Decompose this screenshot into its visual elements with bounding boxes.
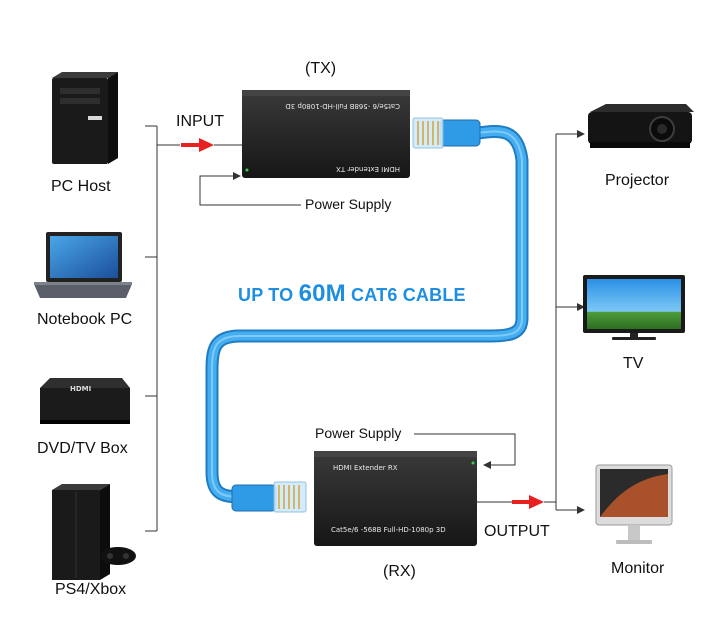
rx-bottom-text: Cat5e/6 -568B Full-HD-1080p 3D xyxy=(331,526,446,534)
game-console-icon xyxy=(52,484,136,580)
laptop-icon xyxy=(34,232,132,298)
input-label: INPUT xyxy=(176,113,224,130)
input-arrow xyxy=(181,138,242,152)
tx-rj45-plug xyxy=(412,117,481,149)
monitor-icon xyxy=(595,464,673,544)
output-label: OUTPUT xyxy=(484,523,550,540)
tx-power-supply-label: Power Supply xyxy=(305,196,392,212)
projector-icon xyxy=(588,104,694,148)
source-label-pc-host: PC Host xyxy=(51,178,111,195)
source-label-ps4-xbox: PS4/Xbox xyxy=(55,581,127,598)
tx-bottom-text: HDMI Extender TX xyxy=(336,165,400,173)
rx-caption: (RX) xyxy=(383,563,416,580)
output-label-monitor: Monitor xyxy=(611,560,665,577)
rx-power-supply-label: Power Supply xyxy=(315,425,402,441)
rx-box: HDMI Extender RX Cat5e/6 -568B Full-HD-1… xyxy=(314,451,477,546)
rx-top-text: HDMI Extender RX xyxy=(333,464,398,472)
rx-rj45-plug xyxy=(231,481,307,513)
source-label-dvd-tv-box: DVD/TV Box xyxy=(37,440,128,457)
tx-top-text: Cat5e/6 -568B Full-HD-1080p 3D xyxy=(285,102,400,110)
output-bus-lines xyxy=(555,130,585,514)
cable-title-prefix: UP TO xyxy=(238,285,299,305)
source-bus-lines xyxy=(145,125,180,532)
output-label-projector: Projector xyxy=(605,172,670,189)
tx-box: Cat5e/6 -568B Full-HD-1080p 3D HDMI Exte… xyxy=(242,90,410,178)
tx-caption: (TX) xyxy=(305,60,337,77)
cat6-cable xyxy=(205,125,529,504)
tv-icon xyxy=(583,275,685,340)
source-label-notebook-pc: Notebook PC xyxy=(37,311,133,328)
rx-power-line xyxy=(414,433,516,469)
cable-title-distance: 60M xyxy=(298,280,346,307)
output-label-tv: TV xyxy=(623,355,644,372)
tv-box-brand: HDMI xyxy=(70,385,91,393)
cable-length-title: UP TO 60M CAT6 CABLE xyxy=(238,280,466,308)
pc-tower-icon xyxy=(52,72,118,164)
tv-box-icon: HDMI xyxy=(40,378,130,424)
cable-title-suffix: CAT6 CABLE xyxy=(345,285,466,305)
tx-power-line xyxy=(199,172,301,206)
output-arrow xyxy=(477,495,556,509)
